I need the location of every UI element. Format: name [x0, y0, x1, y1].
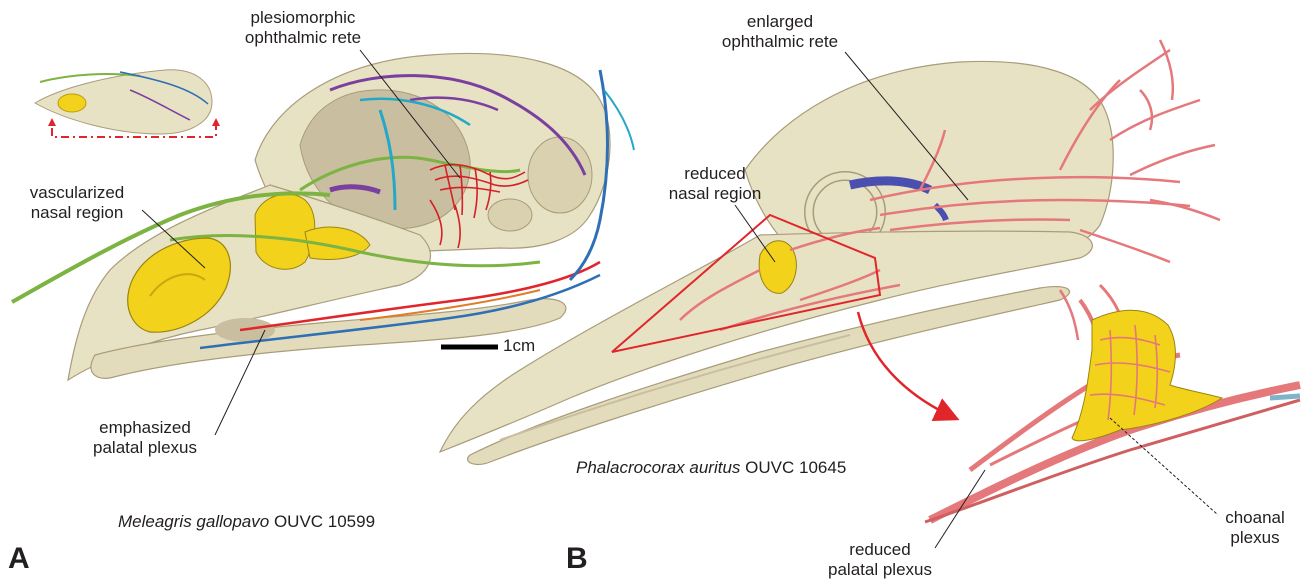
label-reduced-nasal: reduced nasal region — [640, 164, 790, 204]
species-name-a: Meleagris gallopavo — [118, 512, 269, 531]
species-caption-a: Meleagris gallopavo OUVC 10599 — [118, 512, 375, 532]
leader-reduced-palatal — [935, 470, 985, 548]
label-emphasized-palatal: emphasized palatal plexus — [70, 418, 220, 458]
label-plesiomorphic-rete-line1: plesiomorphic — [228, 8, 378, 28]
leader-choanal-plexus — [1110, 418, 1218, 515]
species-name-b: Phalacrocorax auritus — [576, 458, 740, 477]
cormorant-choanal-inset — [925, 285, 1300, 522]
label-reduced-palatal-line2: palatal plexus — [805, 560, 955, 580]
label-emphasized-palatal-line2: palatal plexus — [70, 438, 220, 458]
label-reduced-palatal-line1: reduced — [805, 540, 955, 560]
label-plesiomorphic-rete-line2: ophthalmic rete — [228, 28, 378, 48]
species-caption-b: Phalacrocorax auritus OUVC 10645 — [576, 458, 846, 478]
specimen-number-b: OUVC 10645 — [745, 458, 846, 477]
label-vascularized-nasal-line2: nasal region — [2, 203, 152, 223]
label-choanal-plexus-line1: choanal — [1200, 508, 1310, 528]
label-plesiomorphic-rete: plesiomorphic ophthalmic rete — [228, 8, 378, 48]
label-enlarged-rete: enlarged ophthalmic rete — [705, 12, 855, 52]
label-reduced-nasal-line2: nasal region — [640, 184, 790, 204]
label-emphasized-palatal-line1: emphasized — [70, 418, 220, 438]
label-reduced-palatal: reduced palatal plexus — [805, 540, 955, 580]
label-choanal-plexus: choanal plexus — [1200, 508, 1310, 548]
turkey-skull-inset — [35, 70, 220, 137]
specimen-number-a: OUVC 10599 — [274, 512, 375, 531]
label-vascularized-nasal-line1: vascularized — [2, 183, 152, 203]
panel-letter-a: A — [8, 544, 30, 574]
label-enlarged-rete-line1: enlarged — [705, 12, 855, 32]
label-vascularized-nasal: vascularized nasal region — [2, 183, 152, 223]
scale-bar-label: 1cm — [503, 336, 535, 356]
panel-letter-b: B — [566, 544, 588, 574]
label-reduced-nasal-line1: reduced — [640, 164, 790, 184]
label-enlarged-rete-line2: ophthalmic rete — [705, 32, 855, 52]
label-choanal-plexus-line2: plexus — [1200, 528, 1310, 548]
